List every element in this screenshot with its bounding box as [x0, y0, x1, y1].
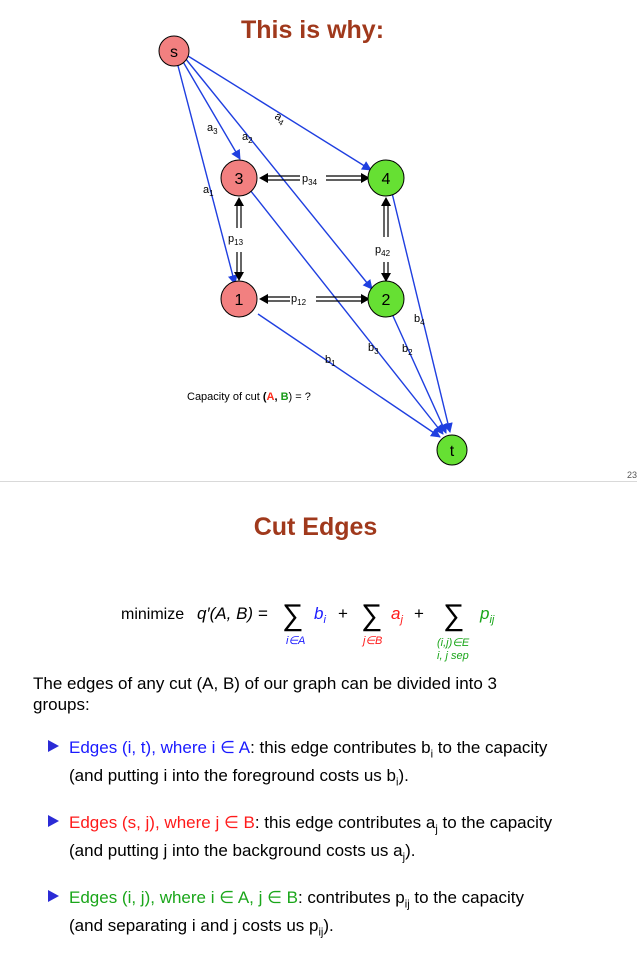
node-label-2: 2	[382, 292, 391, 309]
edge-s-4	[187, 55, 372, 171]
arrowhead	[259, 294, 268, 304]
label-b1: b1	[325, 354, 336, 368]
node-label-1: 1	[235, 292, 244, 309]
label-p42: p42	[375, 244, 391, 258]
arrowhead	[234, 272, 244, 281]
node-label-t: t	[450, 443, 455, 460]
sum3-index: (i,j)∈E	[437, 637, 470, 649]
node-label-s: s	[170, 44, 178, 61]
node-2	[367, 280, 405, 318]
sum3-condition: i, j sep	[437, 650, 469, 662]
arrowhead	[259, 173, 268, 183]
edge-s-1	[176, 61, 238, 285]
intro-paragraph: The edges of any cut (A, B) of our graph…	[33, 673, 613, 715]
bullet-arrow-icon	[48, 889, 59, 902]
formula-minimize: minimize	[121, 606, 184, 623]
edge-3-t	[249, 189, 444, 435]
edge-group-list: Edges (i, t), where i ∈ A: this edge con…	[48, 737, 628, 961]
label-b4: b4	[414, 313, 425, 327]
edge-s-3	[181, 59, 241, 160]
slide-divider	[0, 481, 637, 482]
slide-title: This is why:	[240, 16, 385, 44]
bullet-heading: Edges (i, j), where i ∈ A, j ∈ B	[69, 887, 298, 907]
plus-1: +	[338, 604, 348, 623]
label-a1: a1	[203, 184, 214, 198]
label-p13: p13	[228, 233, 244, 247]
arrowhead	[361, 173, 370, 183]
capacity-question: Capacity of cut (A, B) = ?	[187, 391, 311, 403]
arrowhead	[381, 197, 391, 206]
sum1-term: bi	[314, 604, 326, 626]
edge-2-t	[392, 315, 447, 434]
node-t	[436, 434, 468, 466]
list-item: Edges (i, j), where i ∈ A, j ∈ B: contri…	[48, 887, 628, 944]
slide-graph: This is why:	[158, 16, 468, 466]
list-item: Edges (s, j), where j ∈ B: this edge con…	[48, 812, 628, 869]
sum2-index: j∈B	[361, 635, 382, 647]
slide-cut-edges: Cut Edges minimize q′(A, B) = ∑ bi i∈A +…	[0, 483, 637, 938]
node-s	[158, 35, 190, 67]
node-label-4: 4	[382, 171, 391, 188]
label-a3: a3	[207, 122, 218, 136]
label-b3: b3	[368, 342, 379, 356]
arrowhead	[234, 197, 244, 206]
node-3	[220, 159, 258, 197]
slide-title: Cut Edges	[253, 513, 378, 541]
graph-diagram: a4 a3 a2 a1 p34 p13 p42 p12 b4 b3 b2 b1 …	[158, 35, 468, 466]
plus-2: +	[414, 604, 424, 623]
bullet-arrow-icon	[48, 814, 59, 827]
label-a4: a4	[272, 110, 289, 128]
bullet-heading: Edges (s, j), where j ∈ B	[69, 812, 255, 832]
edge-4-t	[391, 192, 453, 433]
sum-symbol: ∑	[361, 599, 382, 632]
label-b2: b2	[402, 343, 413, 357]
formula-lhs: q′(A, B) =	[197, 604, 268, 623]
sum-symbol: ∑	[282, 599, 303, 632]
sum2-term: aj	[391, 604, 403, 626]
sum3-term: pij	[479, 604, 495, 626]
formula: minimize q′(A, B) = ∑ bi i∈A + ∑ aj j∈B …	[121, 599, 495, 662]
list-item: Edges (i, t), where i ∈ A: this edge con…	[48, 737, 628, 794]
page-number: 23	[626, 470, 637, 480]
label-p34: p34	[302, 173, 318, 187]
bullet-heading: Edges (i, t), where i ∈ A	[69, 738, 251, 757]
bullet-arrow-icon	[48, 740, 59, 752]
intro-line: groups:	[33, 695, 90, 714]
node-4	[367, 159, 405, 197]
label-a2: a2	[242, 131, 253, 145]
intro-line: The edges of any cut (A, B) of our graph…	[33, 674, 498, 693]
label-p12: p12	[291, 293, 307, 307]
edge-s-2	[184, 57, 373, 290]
edge-1-t	[257, 313, 441, 438]
node-label-3: 3	[235, 171, 244, 188]
arrowhead	[381, 273, 391, 282]
arrowhead	[361, 294, 370, 304]
sum-symbol: ∑	[443, 599, 464, 632]
node-1	[220, 280, 258, 318]
sum1-index: i∈A	[286, 635, 305, 647]
